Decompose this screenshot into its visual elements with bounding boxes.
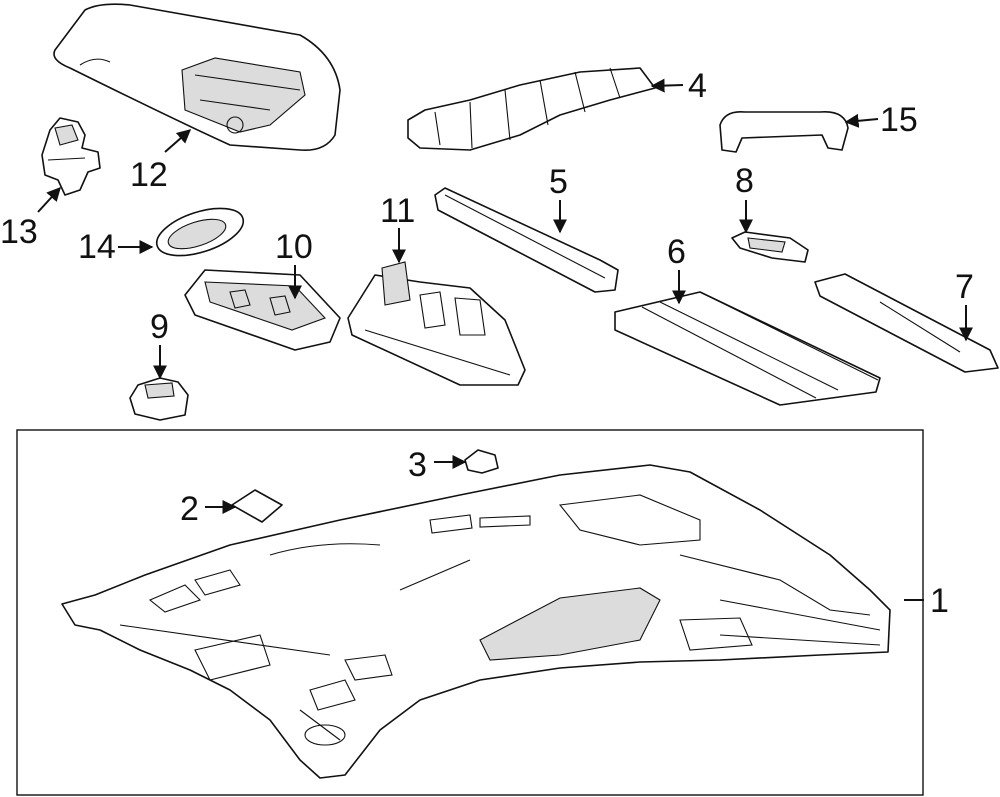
callout-numbers: 1 2 3 4 5 6 7 8 9 10 11 12 13 14 15 <box>0 67 974 620</box>
leader-lines <box>37 78 973 601</box>
callout-14: 14 <box>78 228 116 266</box>
callout-3: 3 <box>408 446 427 484</box>
callout-13: 13 <box>0 213 38 251</box>
map-lamp-part <box>184 269 341 351</box>
callout-15: 15 <box>880 101 918 139</box>
round-cover-part <box>155 207 245 257</box>
bracket-part <box>731 231 809 263</box>
callout-10: 10 <box>275 228 313 266</box>
pad-part <box>434 187 619 293</box>
absorbing-pad-part <box>614 291 881 406</box>
callout-8: 8 <box>735 162 754 200</box>
callout-9: 9 <box>150 308 169 346</box>
reinforcement-part <box>407 67 656 151</box>
room-lamp-part <box>347 261 526 386</box>
headliner-part <box>61 464 891 779</box>
small-clip-part <box>464 449 499 474</box>
visor-holder-part <box>41 117 101 196</box>
callout-5: 5 <box>549 163 568 201</box>
callout-6: 6 <box>667 233 686 271</box>
headliner-frame <box>16 429 924 796</box>
callout-1: 1 <box>930 582 949 620</box>
patch-part <box>231 489 283 523</box>
clip-part <box>129 377 189 421</box>
callout-7: 7 <box>955 268 974 306</box>
assist-grip-part <box>719 110 849 153</box>
callout-2: 2 <box>180 490 199 528</box>
callout-4: 4 <box>688 67 707 105</box>
sun-visor-part <box>53 3 341 152</box>
pad-strip-part <box>814 273 999 373</box>
callout-11: 11 <box>380 192 415 230</box>
callout-12: 12 <box>130 156 168 194</box>
